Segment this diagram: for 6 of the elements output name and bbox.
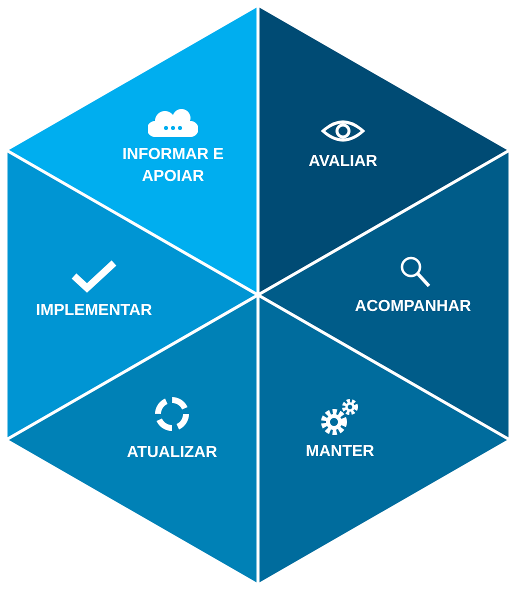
segment-label: ATUALIZAR xyxy=(126,443,218,463)
segment-label: INFORMAR E APOIAR xyxy=(121,145,225,187)
segment-label: MANTER xyxy=(304,442,376,462)
segment-label: AVALIAR xyxy=(308,152,378,172)
segment-label: ACOMPANHAR xyxy=(354,297,472,317)
segment-label: IMPLEMENTAR xyxy=(34,301,154,321)
